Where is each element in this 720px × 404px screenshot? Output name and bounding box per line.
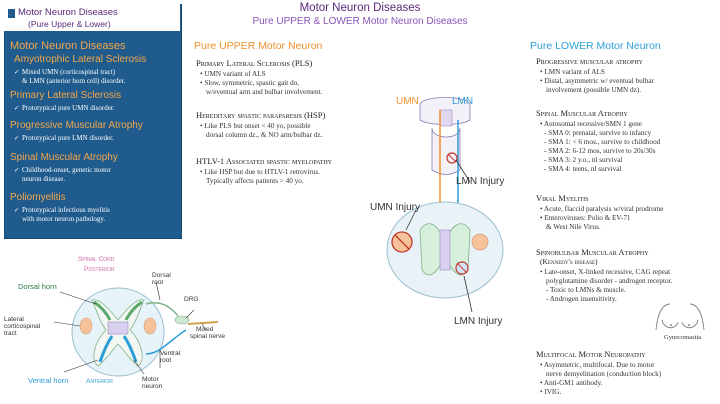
summary-item-name: Primary Lateral Sclerosis	[10, 90, 122, 101]
drg-label: DRG	[184, 296, 199, 303]
ventral-horn-label: Ventral horn	[28, 376, 69, 385]
summary-heading: Motor Neuron Diseases	[10, 40, 126, 52]
cord-diagram-title: Spinal Cord	[78, 256, 115, 263]
lower-topic-title: Spinobulbar Muscular Atrophy	[536, 247, 649, 257]
lower-topic-bullet: - SMA 0: prenatal, survive to infancy	[544, 129, 652, 137]
upper-topic-title: HTLV-1 Associated spastic myelopathy	[196, 156, 333, 166]
lower-topic-bullet: • Distal, asymmetric w/ eventual bulbar	[540, 77, 654, 85]
summary-item-name: Amyotrophic Lateral Sclerosis	[14, 54, 147, 65]
lmn-injury-top-marker	[446, 152, 458, 164]
umn-label: UMN	[396, 96, 419, 107]
lower-topic-bullet: • Anti-GM1 antibody.	[540, 379, 603, 387]
summary-item-bullet-cont: with motor neuron pathology.	[22, 215, 106, 223]
summary-item-name: Poliomyelitis	[10, 192, 66, 203]
dorsal-root-label-2: root	[152, 279, 164, 286]
summary-item-name: Progressive Muscular Atrophy	[10, 120, 143, 131]
lower-topic-bullet: • Enteroviruses: Polio & EV-71	[540, 214, 631, 222]
lower-topic-bullet-cont: involvement (possible UMN dz).	[546, 86, 642, 94]
lower-topic-bullet: • IVIG.	[540, 388, 562, 396]
summary-title: Motor Neuron Diseases	[18, 7, 118, 18]
lower-heading: Pure LOWER Motor Neuron	[530, 40, 661, 52]
lower-topic-title: Spinal Muscular Atrophy	[536, 108, 628, 118]
lower-topic-bullet-cont: polyglutamine disorder - androgen recept…	[546, 277, 673, 285]
lower-topic-bullet-cont: - Toxic to LMNs & muscle.	[546, 286, 626, 294]
lower-topic-title: Progressive muscular atrophy	[536, 56, 643, 66]
ventral-root-label-1: Ventral	[160, 350, 181, 357]
spinal-cord-diagram	[53, 281, 219, 377]
upper-topic-bullet-cont: Typically affects patients > 40 yo.	[206, 177, 304, 185]
brainstem	[431, 127, 461, 175]
lower-topic-bullet: - SMA 1: < 6 mos., survive to childhood	[544, 138, 661, 146]
motor-neuron-label-2: neuron	[142, 383, 163, 390]
lower-topic-bullet-cont: nerve demyelination (conduction block)	[546, 370, 662, 378]
summary-box-icon	[8, 9, 15, 18]
gynecomastia-label: Gynecomastia	[664, 334, 702, 341]
upper-topic-title: Primary Lateral Sclerosis (PLS)	[196, 58, 313, 68]
lower-topic-bullet-cont: & West Nile Virus.	[546, 223, 601, 231]
check-icon: ✓	[14, 68, 20, 76]
cord-posterior-label: Posterior	[84, 266, 115, 273]
summary-item-name: Spinal Muscular Atrophy	[10, 152, 118, 163]
summary-item-bullet: ✓Childhood-onset, genetic motor	[14, 166, 111, 174]
upper-topic-bullet: • Slow, symmetric, spastic gait do,	[200, 79, 300, 87]
drg-ganglion	[174, 315, 190, 325]
lower-topic-title: Multifocal Motor Neuropathy	[536, 349, 646, 359]
lmn-injury-bottom-label: LMN Injury	[454, 316, 503, 327]
upper-topic-title: Hereditary spastic paraparesis (HSP)	[196, 110, 326, 120]
upper-topic-bullet: • UMN variant of ALS	[200, 70, 266, 78]
check-icon: ✓	[14, 166, 20, 174]
lower-topic-bullet: • Acute, flaccid paralysis w/viral prodr…	[540, 205, 664, 213]
dorsal-root-label-1: Dorsal	[152, 272, 171, 279]
lower-topic-bullet: • Asymmetric, multifocal. Due to motor	[540, 361, 655, 369]
mixed-nerve-label-1: Mixed	[196, 326, 214, 333]
summary-item-bullet: ✓Prototypical pure UMN disorder.	[14, 104, 115, 112]
check-icon: ✓	[14, 134, 20, 142]
lower-topic-bullet-cont: - Androgen insensitivity.	[546, 295, 617, 303]
page-title: Motor Neuron Diseases	[299, 2, 421, 14]
upper-topic-bullet-cont: dorsal column dz., & NO arm/bulbar dz.	[206, 131, 323, 139]
lateral-cst-label-1: Lateral	[4, 316, 24, 323]
lower-topic-bullet: • Autosomal recessive/SMN 1 gene	[540, 120, 642, 128]
summary-item-bullet-cont: & LMN (anterior horn cell) disorder.	[22, 77, 126, 85]
lmn-injury-top-label: LMN Injury	[456, 176, 505, 187]
lateral-cst-label-2: corticospinal	[4, 323, 41, 330]
cord-anterior-label: Anterior	[86, 378, 113, 385]
lower-topic-subtitle: (Kennedy's disease)	[540, 257, 598, 266]
lower-topic-bullet: - SMA 2: 6-12 mos, survive to 20s/30s	[544, 147, 656, 155]
lower-topic-bullet: • LMN variant of ALS	[540, 68, 605, 76]
lower-topic-bullet: - SMA 4: teens, nl survival	[544, 165, 622, 173]
summary-item-bullet-cont: neuron disease.	[22, 175, 66, 183]
upper-topic-bullet: • Like HSP but due to HTLV-1 retrovirus.	[200, 168, 320, 176]
summary-item-bullet: ✓Mixed UMN (corticospinal tract)	[14, 68, 116, 76]
mixed-nerve-label-2: spinal nerve	[190, 333, 226, 340]
summary-item-bullet: ✓Prototypical pure LMN disorder.	[14, 134, 114, 142]
page-subtitle: Pure UPPER & LOWER Motor Neuron Diseases	[252, 16, 468, 27]
check-icon: ✓	[14, 104, 20, 112]
lmn-label: LMN	[452, 96, 474, 107]
dorsal-horn-label: Dorsal horn	[18, 282, 57, 291]
check-icon: ✓	[14, 206, 20, 214]
upper-heading: Pure UPPER Motor Neuron	[194, 40, 323, 52]
umn-injury-label: UMN Injury	[370, 202, 421, 213]
ventral-root-label-2: root	[160, 357, 172, 364]
injury-diagram	[386, 97, 504, 313]
summary-item-bullet: ✓Prototypical infectious myelitis	[14, 206, 110, 214]
summary-title-sub: (Pure Upper & Lower)	[28, 19, 111, 29]
upper-topic-bullet: • Like PLS but onset < 40 yo, possible	[200, 122, 311, 130]
lower-topic-bullet: • Late-onset, X-linked recessive, CAG re…	[540, 268, 671, 276]
upper-topic-bullet-cont: w/eventual arm and bulbar involvement.	[206, 88, 323, 96]
lower-topic-title: Viral Myelitis	[536, 193, 589, 203]
lateral-cst-label-3: tract	[4, 330, 17, 337]
gynecomastia-illustration	[655, 303, 705, 331]
motor-neuron-label-1: Motor	[142, 376, 159, 383]
lower-topic-bullet: - SMA 3: 2 y.o., nl survival	[544, 156, 623, 164]
summary-header: Motor Neuron Diseases (Pure Upper & Lowe…	[4, 4, 180, 32]
